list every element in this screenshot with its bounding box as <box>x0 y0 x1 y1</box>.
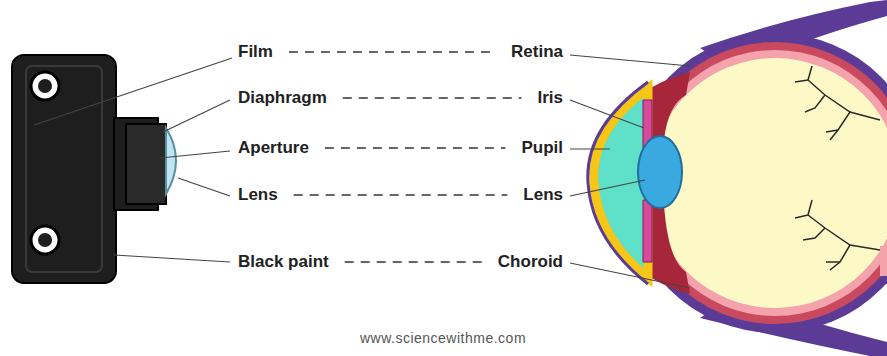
watermark: www.sciencewithme.com <box>358 328 528 348</box>
part-label: Film <box>236 42 275 62</box>
dashed-link <box>325 147 506 149</box>
dashed-link <box>289 51 495 53</box>
part-label: Retina <box>509 42 565 62</box>
part-label: Iris <box>535 88 565 108</box>
dashed-link <box>343 97 522 99</box>
part-label: Aperture <box>236 138 311 158</box>
dashed-link <box>345 261 482 263</box>
part-label: Choroid <box>496 252 565 272</box>
blood-vessels <box>795 66 880 270</box>
eye-lens <box>638 136 682 208</box>
choroid <box>634 42 887 324</box>
part-label: Lens <box>521 185 565 205</box>
part-label: Lens <box>236 185 280 205</box>
camera <box>12 55 176 283</box>
optic-nerve <box>880 246 887 276</box>
leader-lines <box>34 55 690 288</box>
iris <box>643 200 652 262</box>
part-label: Black paint <box>236 252 331 272</box>
sclera <box>625 33 887 333</box>
part-label: Diaphragm <box>236 88 329 108</box>
part-label: Pupil <box>519 138 565 158</box>
dashed-link <box>294 194 508 196</box>
vitreous <box>650 58 887 308</box>
